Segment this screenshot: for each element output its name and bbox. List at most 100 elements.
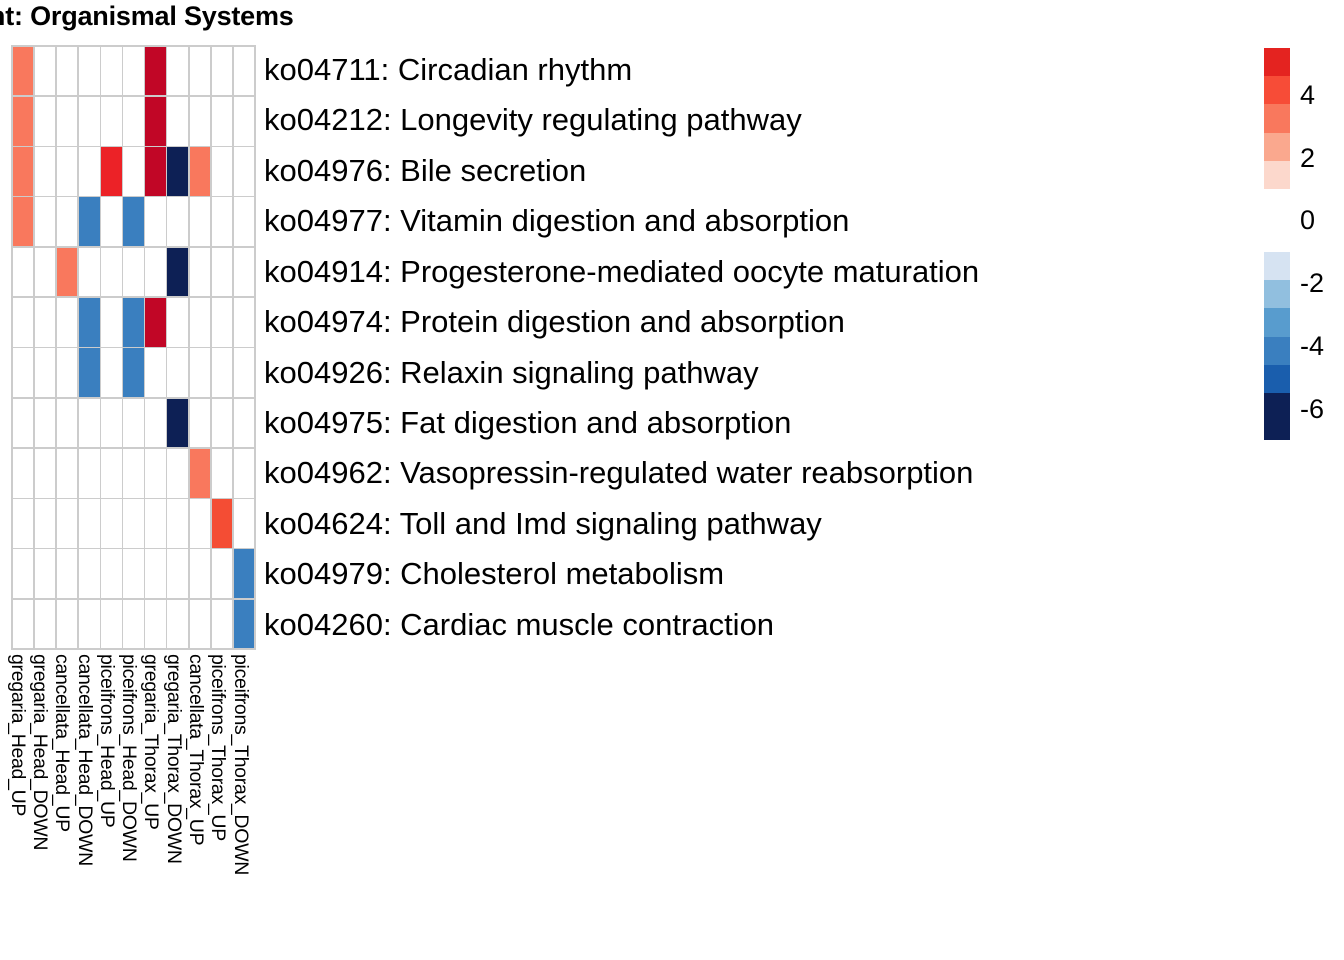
heatmap-cell: [211, 448, 233, 498]
heatmap-cell: [56, 499, 78, 548]
heatmap-cell: [123, 348, 144, 397]
heatmap-cell: [101, 549, 122, 599]
heatmap-cell: [211, 298, 233, 347]
heatmap-column-label: piceifrons_Thorax_DOWN: [229, 654, 252, 875]
heatmap-cell: [167, 398, 189, 448]
heatmap-cell: [123, 448, 144, 498]
color-legend-tick: -6: [1300, 393, 1325, 424]
heatmap-cell: [12, 147, 34, 196]
heatmap-cell: [123, 398, 144, 448]
heatmap-cell: [145, 197, 166, 247]
heatmap-cell: [145, 298, 166, 347]
heatmap-cell: [56, 448, 78, 498]
color-legend-tick: 4: [1300, 80, 1316, 111]
heatmap-cell: [167, 599, 189, 649]
heatmap-cell: [189, 448, 211, 498]
heatmap-column-label: gregaria_Thorax_DOWN: [162, 654, 185, 864]
heatmap-cell: [34, 599, 56, 649]
color-legend-tick: -4: [1300, 330, 1325, 361]
heatmap-cell: [101, 247, 122, 297]
heatmap-cell: [233, 599, 255, 649]
heatmap-cell: [167, 549, 189, 599]
heatmap-cell: [233, 197, 255, 247]
heatmap-cell: [189, 96, 211, 146]
heatmap-cell: [34, 247, 56, 297]
color-legend-tick: -2: [1300, 268, 1325, 299]
heatmap-cell: [56, 549, 78, 599]
heatmap-cell: [123, 197, 144, 247]
heatmap-cell: [167, 46, 189, 96]
heatmap-cell: [12, 398, 34, 448]
heatmap-cell: [167, 298, 189, 347]
heatmap-row-label: ko04977: Vitamin digestion and absorptio…: [264, 203, 850, 239]
heatmap-cell: [12, 197, 34, 247]
color-legend-tick: 0: [1300, 205, 1316, 236]
heatmap-cell: [167, 247, 189, 297]
heatmap-cell: [78, 398, 100, 448]
heatmap-cell: [123, 96, 144, 146]
heatmap-cell: [211, 197, 233, 247]
heatmap-cell: [167, 96, 189, 146]
heatmap-column-label: gregaria_Head_UP: [6, 654, 29, 817]
heatmap-row-label: ko04212: Longevity regulating pathway: [264, 102, 802, 138]
color-legend-swatch: [1264, 308, 1290, 337]
heatmap-row-label: ko04974: Protein digestion and absorptio…: [264, 304, 845, 340]
heatmap-cell: [12, 599, 34, 649]
heatmap-cell: [167, 448, 189, 498]
heatmap-cell: [78, 147, 100, 196]
heatmap-cell: [78, 348, 100, 397]
heatmap-cell: [189, 147, 211, 196]
heatmap-cell: [34, 398, 56, 448]
page-title: hment: Organismal Systems: [0, 1, 294, 31]
heatmap-row-label: ko04979: Cholesterol metabolism: [264, 556, 725, 592]
heatmap-cell: [56, 298, 78, 347]
heatmap-cell: [145, 448, 166, 498]
heatmap-cell: [34, 197, 56, 247]
heatmap-cell: [56, 348, 78, 397]
heatmap-cell: [12, 448, 34, 498]
heatmap-cell: [145, 46, 166, 96]
heatmap-cell: [12, 96, 34, 146]
heatmap-cell: [34, 549, 56, 599]
heatmap-cell: [233, 499, 255, 548]
color-legend-swatch: [1264, 251, 1290, 281]
heatmap-column-label: gregaria_Head_DOWN: [29, 654, 52, 851]
heatmap-cell: [233, 448, 255, 498]
color-legend-bar: [1264, 48, 1290, 440]
heatmap-cell: [56, 247, 78, 297]
heatmap-column-label: gregaria_Thorax_UP: [140, 654, 163, 830]
heatmap-cell: [78, 197, 100, 247]
heatmap-cell: [167, 348, 189, 397]
heatmap-cell: [12, 549, 34, 599]
heatmap-cell: [211, 147, 233, 196]
heatmap-cell: [12, 499, 34, 548]
color-legend-swatch: [1264, 336, 1290, 365]
heatmap-row-label: ko04926: Relaxin signaling pathway: [264, 354, 759, 390]
heatmap-cell: [233, 398, 255, 448]
heatmap-cell: [101, 298, 122, 347]
heatmap-cell: [211, 46, 233, 96]
heatmap-cell: [145, 247, 166, 297]
heatmap-cell: [189, 499, 211, 548]
color-legend-swatch: [1264, 132, 1290, 161]
heatmap-cell: [78, 499, 100, 548]
heatmap-cell: [101, 46, 122, 96]
heatmap-column-label: piceifrons_Head_UP: [95, 654, 118, 828]
color-legend-swatch: [1264, 364, 1290, 393]
heatmap-column-label: piceifrons_Head_DOWN: [118, 654, 141, 862]
heatmap-cell: [189, 398, 211, 448]
heatmap-cell: [211, 96, 233, 146]
heatmap-cell: [189, 348, 211, 397]
heatmap-cell: [145, 499, 166, 548]
heatmap-cell: [233, 46, 255, 96]
heatmap-cell: [101, 398, 122, 448]
heatmap-cell: [101, 499, 122, 548]
color-legend-swatch: [1264, 392, 1290, 440]
heatmap-cell: [145, 348, 166, 397]
heatmap-cell: [189, 247, 211, 297]
heatmap-cell: [123, 147, 144, 196]
heatmap-cell: [56, 599, 78, 649]
heatmap-cell: [167, 197, 189, 247]
